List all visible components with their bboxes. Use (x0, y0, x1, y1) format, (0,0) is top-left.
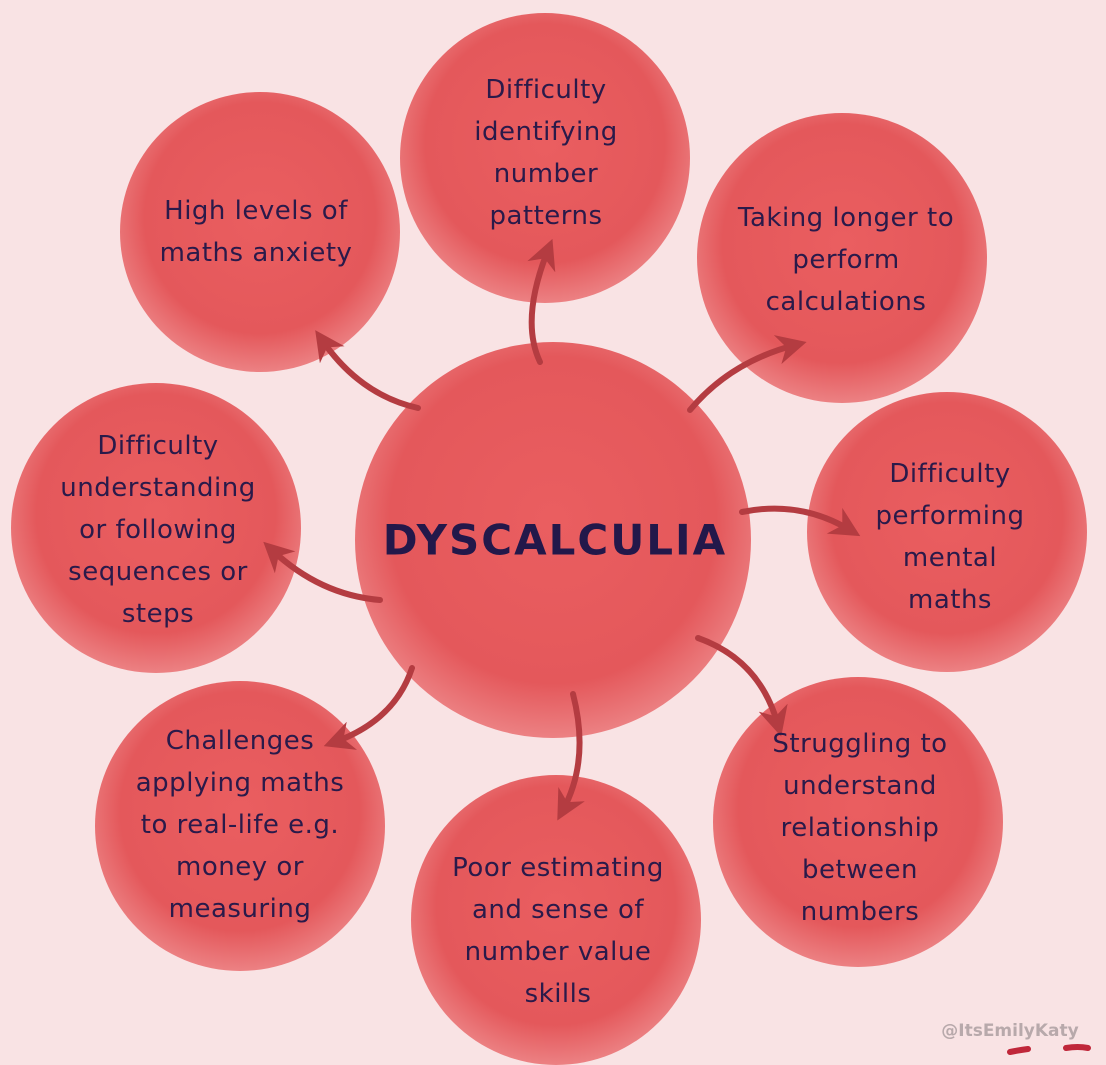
node-label-relationship: Struggling to understand relationship be… (772, 729, 948, 927)
watermark-handle: @ItsEmilyKaty (941, 1021, 1079, 1041)
arrow-to-mental-maths (739, 505, 861, 537)
arrow-to-sequences (263, 541, 383, 603)
circle-mental-maths (807, 392, 1087, 672)
node-label-real-life: Challenges applying maths to real-life e… (135, 726, 345, 924)
signature-dash-icon (1063, 1044, 1091, 1051)
circle-anxiety (120, 92, 400, 372)
arrow-to-relationship (695, 635, 788, 737)
signature-mark-icon (1007, 1046, 1031, 1055)
arrow-to-estimating (557, 691, 585, 821)
circle-estimating (411, 775, 701, 1065)
node-label-mental-maths: Difficulty performing mental maths (875, 459, 1025, 615)
circle-center (355, 342, 751, 738)
circle-relationship (713, 677, 1003, 967)
node-label-sequences: Difficulty understanding or following se… (60, 431, 256, 629)
arrow-to-anxiety (315, 330, 421, 411)
node-label-patterns: Difficulty identifying number patterns (474, 75, 618, 231)
node-label-calculations: Taking longer to perform calculations (737, 203, 955, 317)
arrow-to-real-life (323, 665, 415, 750)
diagram-center-title: DYSCALCULIA (382, 515, 728, 565)
circle-calculations (697, 113, 987, 403)
node-label-anxiety: High levels of maths anxiety (159, 196, 353, 268)
circle-sequences (11, 383, 301, 673)
circle-real-life (95, 681, 385, 971)
circle-patterns (400, 13, 690, 303)
arrow-to-patterns (527, 238, 556, 365)
node-label-estimating: Poor estimating and sense of number valu… (452, 853, 664, 1009)
arrow-to-calculations (687, 335, 807, 413)
